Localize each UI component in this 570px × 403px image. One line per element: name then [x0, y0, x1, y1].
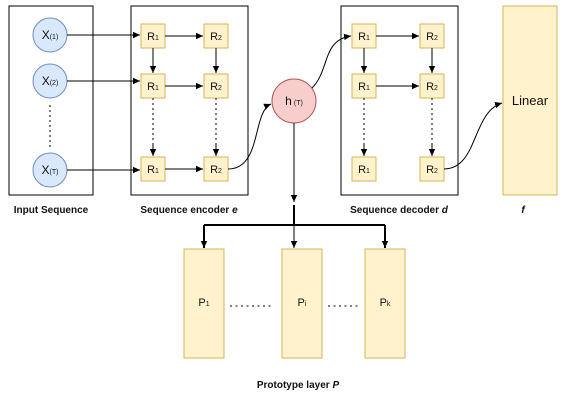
decoder-r1-row2: R1	[351, 73, 377, 99]
decoder-to-linear-arrow	[443, 101, 503, 170]
input-sequence-caption: Input Sequence	[14, 205, 89, 216]
encoder-to-hidden-arrow	[227, 103, 272, 170]
svg-text:Pk: Pk	[380, 297, 391, 309]
encoder-r1-row2: R1	[140, 73, 166, 99]
svg-text:R2: R2	[210, 164, 222, 176]
svg-text:R2: R2	[210, 81, 222, 93]
decoder-r2-row1: R2	[419, 23, 445, 49]
prototype-k: Pk	[364, 248, 406, 359]
svg-text:R1: R1	[358, 164, 370, 176]
linear-layer: Linear	[502, 5, 558, 196]
svg-text:R2: R2	[426, 164, 438, 176]
svg-text:R1: R1	[147, 81, 159, 93]
svg-text:X(T): X(T)	[42, 163, 59, 177]
encoder-internal-arrows	[149, 32, 220, 173]
svg-text:R1: R1	[147, 164, 159, 176]
decoder-r2-row2: R2	[419, 73, 445, 99]
svg-text:Linear: Linear	[512, 93, 549, 108]
f-caption: f	[521, 205, 526, 216]
decoder-caption: Sequence decoder d	[350, 205, 449, 216]
encoder-r1-row1: R1	[140, 23, 166, 49]
svg-text:Pi: Pi	[298, 297, 307, 309]
svg-text:X(2): X(2)	[42, 74, 59, 88]
input-node-t: X(T)	[32, 152, 68, 188]
decoder-r2-rowt: R2	[419, 156, 445, 182]
prototype-i: Pi	[281, 248, 323, 359]
svg-text:R1: R1	[147, 31, 159, 43]
encoder-r2-row2: R2	[203, 73, 229, 99]
input-to-encoder-arrows	[67, 31, 140, 174]
input-node-2: X(2)	[32, 63, 68, 99]
hidden-to-decoder-arrow	[311, 33, 352, 89]
decoder-box	[340, 5, 459, 196]
hidden-state-node: h(T)	[271, 78, 317, 124]
encoder-caption: Sequence encoder e	[140, 205, 238, 216]
decoder-r1-row1: R1	[351, 23, 377, 49]
encoder-r1-rowt: R1	[140, 156, 166, 182]
prototype-1: P1	[183, 248, 225, 359]
input-node-1: X(1)	[32, 17, 68, 53]
svg-text:R2: R2	[426, 81, 438, 93]
encoder-r2-rowt: R2	[203, 156, 229, 182]
svg-text:h(T): h(T)	[285, 94, 303, 108]
input-sequence-box	[8, 5, 94, 196]
svg-text:R1: R1	[358, 31, 370, 43]
prototype-layer-caption: Prototype layer P	[257, 380, 340, 391]
svg-text:R2: R2	[210, 31, 222, 43]
encoder-box	[130, 5, 249, 196]
decoder-internal-arrows	[360, 32, 436, 156]
svg-text:P1: P1	[198, 297, 209, 309]
hidden-to-prototype-arrows	[200, 123, 389, 248]
svg-text:X(1): X(1)	[42, 28, 59, 42]
encoder-r2-row1: R2	[203, 23, 229, 49]
svg-text:R1: R1	[358, 81, 370, 93]
decoder-r1-rowt: R1	[351, 156, 377, 182]
svg-text:R2: R2	[426, 31, 438, 43]
